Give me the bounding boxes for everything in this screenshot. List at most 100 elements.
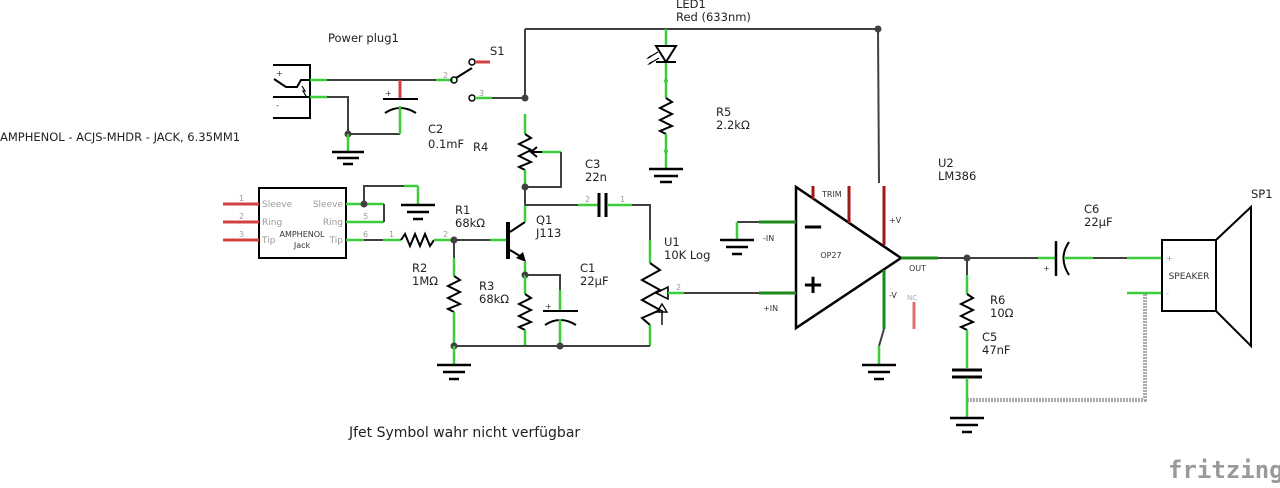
jack-pin-number: 5 (363, 212, 368, 221)
led1[interactable] (646, 29, 678, 98)
capacitor-c6[interactable]: + (1038, 241, 1127, 276)
audio-jack[interactable]: 1 2 3 Sleeve Ring Tip Sleeve Ring Tip AM… (223, 187, 384, 259)
ground-icon (437, 363, 471, 381)
jack-pin-sleeve-left: Sleeve (262, 200, 293, 210)
c6-plus-sign: + (1043, 264, 1050, 273)
c1-value-label: 22µF (580, 274, 609, 288)
r5-ref-label: R5 (716, 105, 731, 119)
output-wire (938, 254, 1038, 262)
amplifier-u2[interactable]: TRIM +V -V NC -IN +IN OUT OP27 − + (759, 184, 938, 331)
schematic-note: Jfet Symbol wahr nicht verfügbar (348, 425, 580, 441)
u2-inplus-pin-label: +IN (763, 304, 778, 313)
u2-trim-pin-label: TRIM (821, 190, 842, 199)
ground-icon (332, 150, 364, 166)
u1-value-label: 10K Log (664, 248, 710, 262)
led1-ref-label: LED1 (676, 0, 706, 11)
transistor-q1[interactable] (506, 205, 529, 279)
power-plug-plus-pin-label: + (276, 69, 283, 78)
jack-pin-tip-left: Tip (261, 236, 276, 246)
c5-ref-label: C5 (982, 330, 997, 344)
u2-minus-sign: − (802, 212, 824, 242)
jack-ref-label: AMPHENOL - ACJS-MHDR - JACK, 6.35MM1 (0, 130, 240, 144)
power-wires (327, 79, 436, 151)
c6-value-label: 22µF (1084, 215, 1113, 229)
c5-value-label: 47nF (982, 343, 1011, 357)
r1-ref-label: R1 (455, 203, 470, 217)
c1-ref-label: C1 (580, 261, 595, 275)
jack-pin-number: 2 (239, 212, 244, 221)
resistor-r1[interactable]: 1 2 (364, 230, 506, 249)
power-plug[interactable]: + - (273, 64, 327, 119)
c3-value-label: 22n (585, 170, 607, 184)
u2-value-label: LM386 (938, 169, 976, 183)
jack-pin-number: 6 (363, 230, 368, 239)
jack-ground-wires (360, 184, 420, 222)
r6-ref-label: R6 (990, 293, 1005, 307)
r2-ref-label: R2 (412, 261, 427, 275)
u2-ref-label: U2 (938, 156, 954, 170)
svg-text:2: 2 (585, 195, 590, 204)
jack-pin-tip-right: Tip (329, 236, 344, 246)
r4-ref-label: R4 (473, 140, 488, 154)
fritzing-logo: fritzing (1168, 456, 1280, 484)
ground-icon (720, 238, 754, 256)
u2-plus-sign: + (802, 270, 824, 300)
svg-text:2: 2 (676, 283, 681, 292)
jack-pin-ring-left: Ring (262, 218, 282, 228)
r3-value-label: 68kΩ (479, 292, 509, 306)
svg-text:2: 2 (443, 71, 448, 80)
c1-plus-sign: + (545, 302, 552, 311)
jack-body-label: AMPHENOL (279, 230, 325, 239)
r2-value-label: 1MΩ (412, 274, 438, 288)
capacitor-c3[interactable]: 2 1 (525, 193, 651, 240)
sp1-ref-label: SP1 (1251, 187, 1273, 201)
ground-icon (649, 167, 683, 184)
bottom-ground-rail (450, 342, 650, 364)
jack-pin-sleeve-right: Sleeve (313, 200, 344, 210)
jack-pin-number: 3 (239, 230, 244, 239)
capacitor-c1[interactable]: + (525, 274, 578, 346)
capacitor-c2[interactable]: + (383, 80, 418, 134)
c3-ref-label: C3 (585, 157, 600, 171)
u2-vminus-pin-label: -V (889, 291, 897, 300)
r6-value-label: 10Ω (990, 306, 1014, 320)
u2-inminus-pin-label: -IN (763, 234, 774, 243)
u2-body-label: OP27 (820, 251, 841, 260)
svg-text:1: 1 (389, 230, 394, 239)
potentiometer-r4[interactable] (516, 114, 562, 205)
jack-body-label: Jack (293, 241, 311, 250)
c2-ref-label: C2 (428, 122, 443, 136)
ground-icon (862, 363, 896, 381)
q1-value-label: J113 (535, 226, 561, 240)
resistor-r3[interactable] (516, 275, 534, 346)
potentiometer-u1[interactable]: 2 (639, 240, 760, 346)
svg-text:3: 3 (479, 89, 484, 98)
c2-value-label: 0.1mF (428, 137, 464, 151)
resistor-r6[interactable] (958, 258, 976, 368)
speaker-minus-pin-label: - (1166, 289, 1169, 298)
q1-ref-label: Q1 (536, 213, 552, 227)
speaker-return-wire[interactable] (967, 293, 1147, 402)
resistor-r2[interactable] (445, 240, 463, 346)
inminus-ground-wire (735, 221, 759, 240)
capacitor-c5[interactable] (952, 368, 982, 417)
switch-s1[interactable]: 2 3 (436, 58, 529, 102)
r3-ref-label: R3 (479, 279, 494, 293)
led1-value-label: Red (633nm) (676, 10, 751, 24)
resistor-r5[interactable] (657, 79, 675, 168)
top-rail-wire (524, 25, 882, 184)
speaker-body-label: SPEAKER (1169, 272, 1210, 282)
vminus-ground-wire (877, 328, 885, 364)
jack-pin-number: 1 (239, 194, 244, 203)
u2-out-pin-label: OUT (909, 264, 926, 273)
r1-value-label: 68kΩ (455, 216, 485, 230)
r5-value-label: 2.2kΩ (716, 118, 750, 132)
u2-nc-pin-label: NC (907, 294, 917, 302)
ground-icon (401, 203, 435, 221)
u1-ref-label: U1 (664, 235, 680, 249)
c6-ref-label: C6 (1084, 202, 1099, 216)
speaker-sp1[interactable]: SPEAKER + - (1127, 204, 1252, 349)
c2-plus-sign: + (385, 89, 392, 98)
s1-ref-label: S1 (490, 44, 505, 58)
